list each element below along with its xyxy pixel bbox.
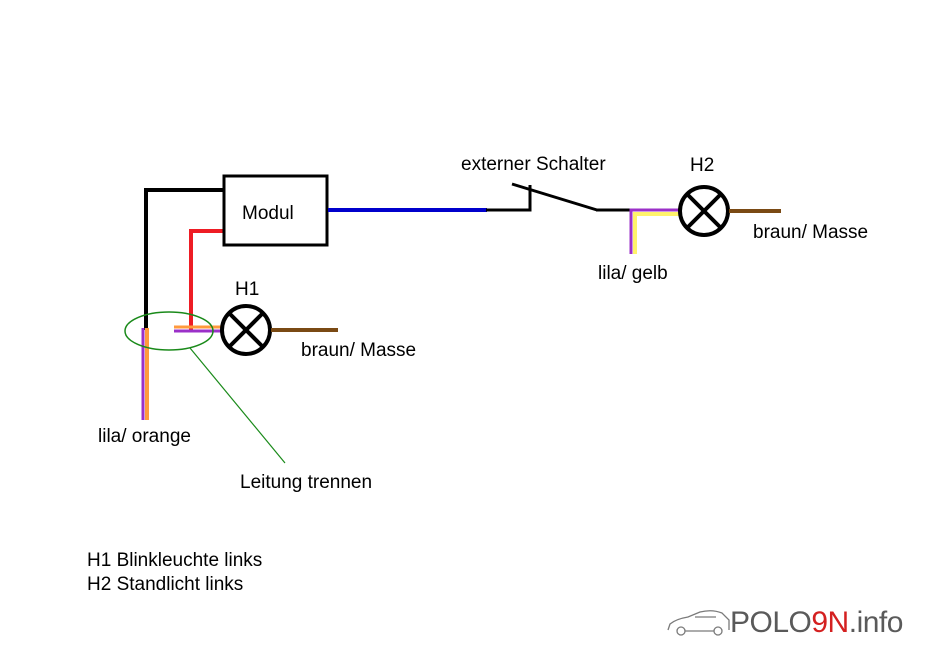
lamp-h1 xyxy=(220,304,272,356)
legend-item-h2: H2 Standlicht links xyxy=(87,574,243,595)
h1-label: H1 xyxy=(235,279,259,300)
switch-lever xyxy=(511,182,598,212)
legend-item-h1: H1 Blinkleuchte links xyxy=(87,550,262,571)
wire-black-left xyxy=(144,188,224,330)
module-box xyxy=(222,174,329,247)
wire-red xyxy=(189,229,224,330)
cut-marker-ellipse xyxy=(124,311,214,351)
car-icon xyxy=(667,610,730,636)
module-label: Modul xyxy=(242,203,294,224)
wire-purple-yellow-label: lila/ gelb xyxy=(598,263,668,284)
h2-label: H2 xyxy=(690,155,714,176)
cut-marker-pointer xyxy=(189,347,286,464)
ground-h1-label: braun/ Masse xyxy=(301,340,416,361)
wire-switch-left-black xyxy=(486,185,532,212)
site-logo: POLO9N.info xyxy=(667,606,903,639)
wire-purple-yellow-yellow xyxy=(633,212,680,254)
logo-text: POLO9N.info xyxy=(730,606,903,639)
ground-h2-label: braun/ Masse xyxy=(753,222,868,243)
cut-wire-label: Leitung trennen xyxy=(240,472,372,493)
external-switch-label: externer Schalter xyxy=(461,154,606,175)
lamp-h2 xyxy=(678,185,730,237)
wire-purple-yellow-purple xyxy=(629,208,680,254)
wire-purple-orange-label: lila/ orange xyxy=(98,426,191,447)
